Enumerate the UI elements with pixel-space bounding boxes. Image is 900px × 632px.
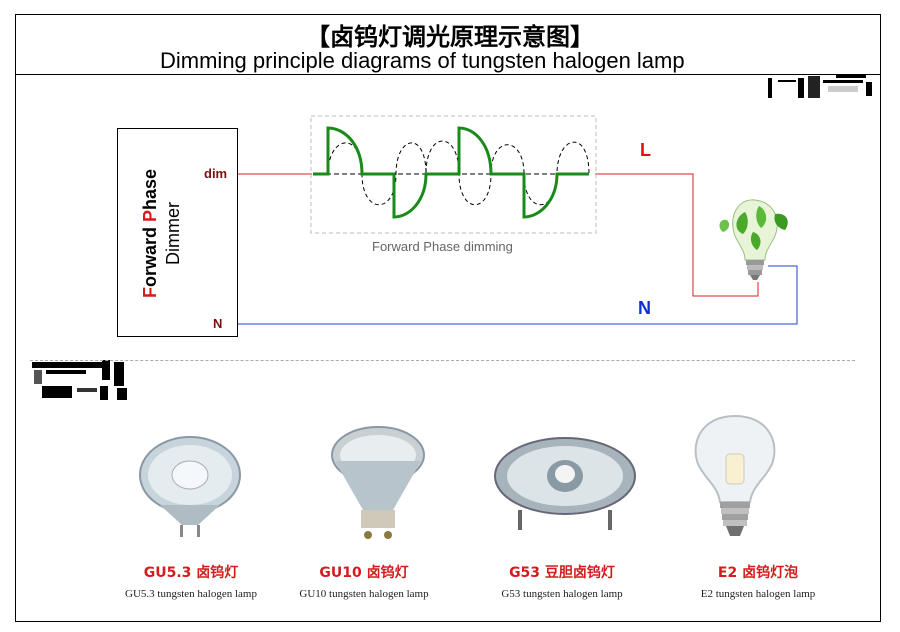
lamp-caption-g53: G53 豆胆卤钨灯 G53 tungsten halogen lamp — [482, 562, 642, 600]
phase-cut-waveform — [313, 126, 589, 219]
lamp-description: GU5.3 tungsten halogen lamp — [125, 588, 257, 600]
gu10-lamp-image — [331, 426, 425, 539]
e2-lamp-image — [694, 414, 776, 536]
lamp-description: G53 tungsten halogen lamp — [501, 588, 623, 600]
lamp-name: E2 卤钨灯泡 — [717, 565, 799, 581]
neutral-terminal-label: N — [213, 316, 223, 331]
gu53-lamp-image — [139, 436, 241, 537]
lamp-name: G53 豆胆卤钨灯 — [509, 565, 615, 581]
dimmer-title: Forward Phase — [140, 168, 160, 299]
lamp-description: GU10 tungsten halogen lamp — [299, 588, 429, 600]
corrupted-artifact-left — [32, 360, 127, 400]
neutral-wire — [238, 265, 798, 325]
lamp-caption-gu10: GU10 卤钨灯 GU10 tungsten halogen lamp — [284, 562, 444, 600]
corrupted-artifact-top — [768, 74, 872, 98]
live-line-label: L — [640, 140, 651, 160]
lamp-caption-gu53: GU5.3 卤钨灯 GU5.3 tungsten halogen lamp — [111, 562, 271, 600]
dim-terminal-label: dim — [204, 166, 228, 181]
live-wire-out — [595, 173, 759, 297]
lamp-caption-e2: E2 卤钨灯泡 E2 tungsten halogen lamp — [678, 562, 838, 600]
title-chinese: 【卤钨灯调光原理示意图】 — [306, 23, 594, 51]
section-divider — [30, 360, 855, 361]
waveform-caption: Forward Phase dimming — [372, 239, 513, 254]
lamp-name: GU5.3 卤钨灯 — [143, 565, 239, 581]
header-divider — [15, 74, 881, 75]
eco-bulb-icon — [719, 199, 788, 280]
forward-phase-dimmer: Forward Phase Dimmer — [117, 128, 238, 337]
lamp-description: E2 tungsten halogen lamp — [700, 588, 816, 600]
waveform-box — [310, 115, 597, 234]
title-english: Dimming principle diagrams of tungsten h… — [160, 48, 685, 73]
lamp-name: GU10 卤钨灯 — [319, 565, 409, 581]
g53-lamp-image — [494, 437, 636, 530]
neutral-line-label: N — [638, 298, 651, 318]
dimmer-subtitle: Dimmer — [163, 202, 183, 265]
diagram-frame — [15, 14, 881, 622]
